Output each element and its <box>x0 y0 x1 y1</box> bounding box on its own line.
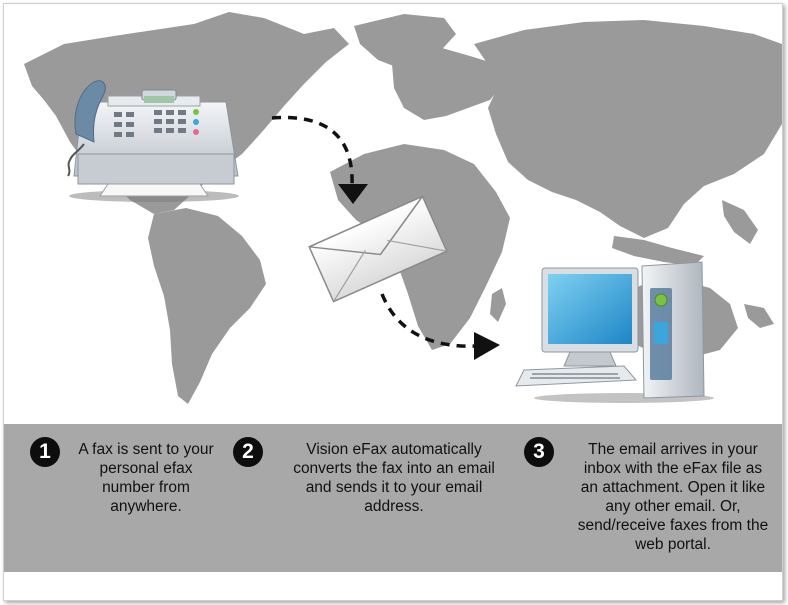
step-3: 3 The email arrives in your inbox with t… <box>524 434 782 574</box>
step-1-text: A fax is sent to your personal efax numb… <box>78 441 214 515</box>
diagram-frame: 1 A fax is sent to your personal efax nu… <box>3 3 783 601</box>
step-1: 1 A fax is sent to your personal efax nu… <box>4 434 264 564</box>
steps-bar: 1 A fax is sent to your personal efax nu… <box>4 424 782 572</box>
step-2-number: 2 <box>233 437 263 467</box>
fax-machine-icon <box>67 80 239 202</box>
arrow-fax-to-email <box>271 115 354 187</box>
step-2: 2 Vision eFax automatically converts the… <box>229 434 519 564</box>
arrow-email-to-computer <box>380 293 479 348</box>
illustration <box>24 12 782 404</box>
desktop-computer-icon <box>515 261 714 403</box>
step-2-text: Vision eFax automatically converts the f… <box>293 441 495 515</box>
arrow-head-1 <box>338 184 368 204</box>
step-3-number: 3 <box>524 437 554 467</box>
arrow-head-2 <box>474 332 500 360</box>
step-3-text: The email arrives in your inbox with the… <box>577 441 769 553</box>
step-1-number: 1 <box>30 437 60 467</box>
envelope-icon <box>308 195 448 303</box>
